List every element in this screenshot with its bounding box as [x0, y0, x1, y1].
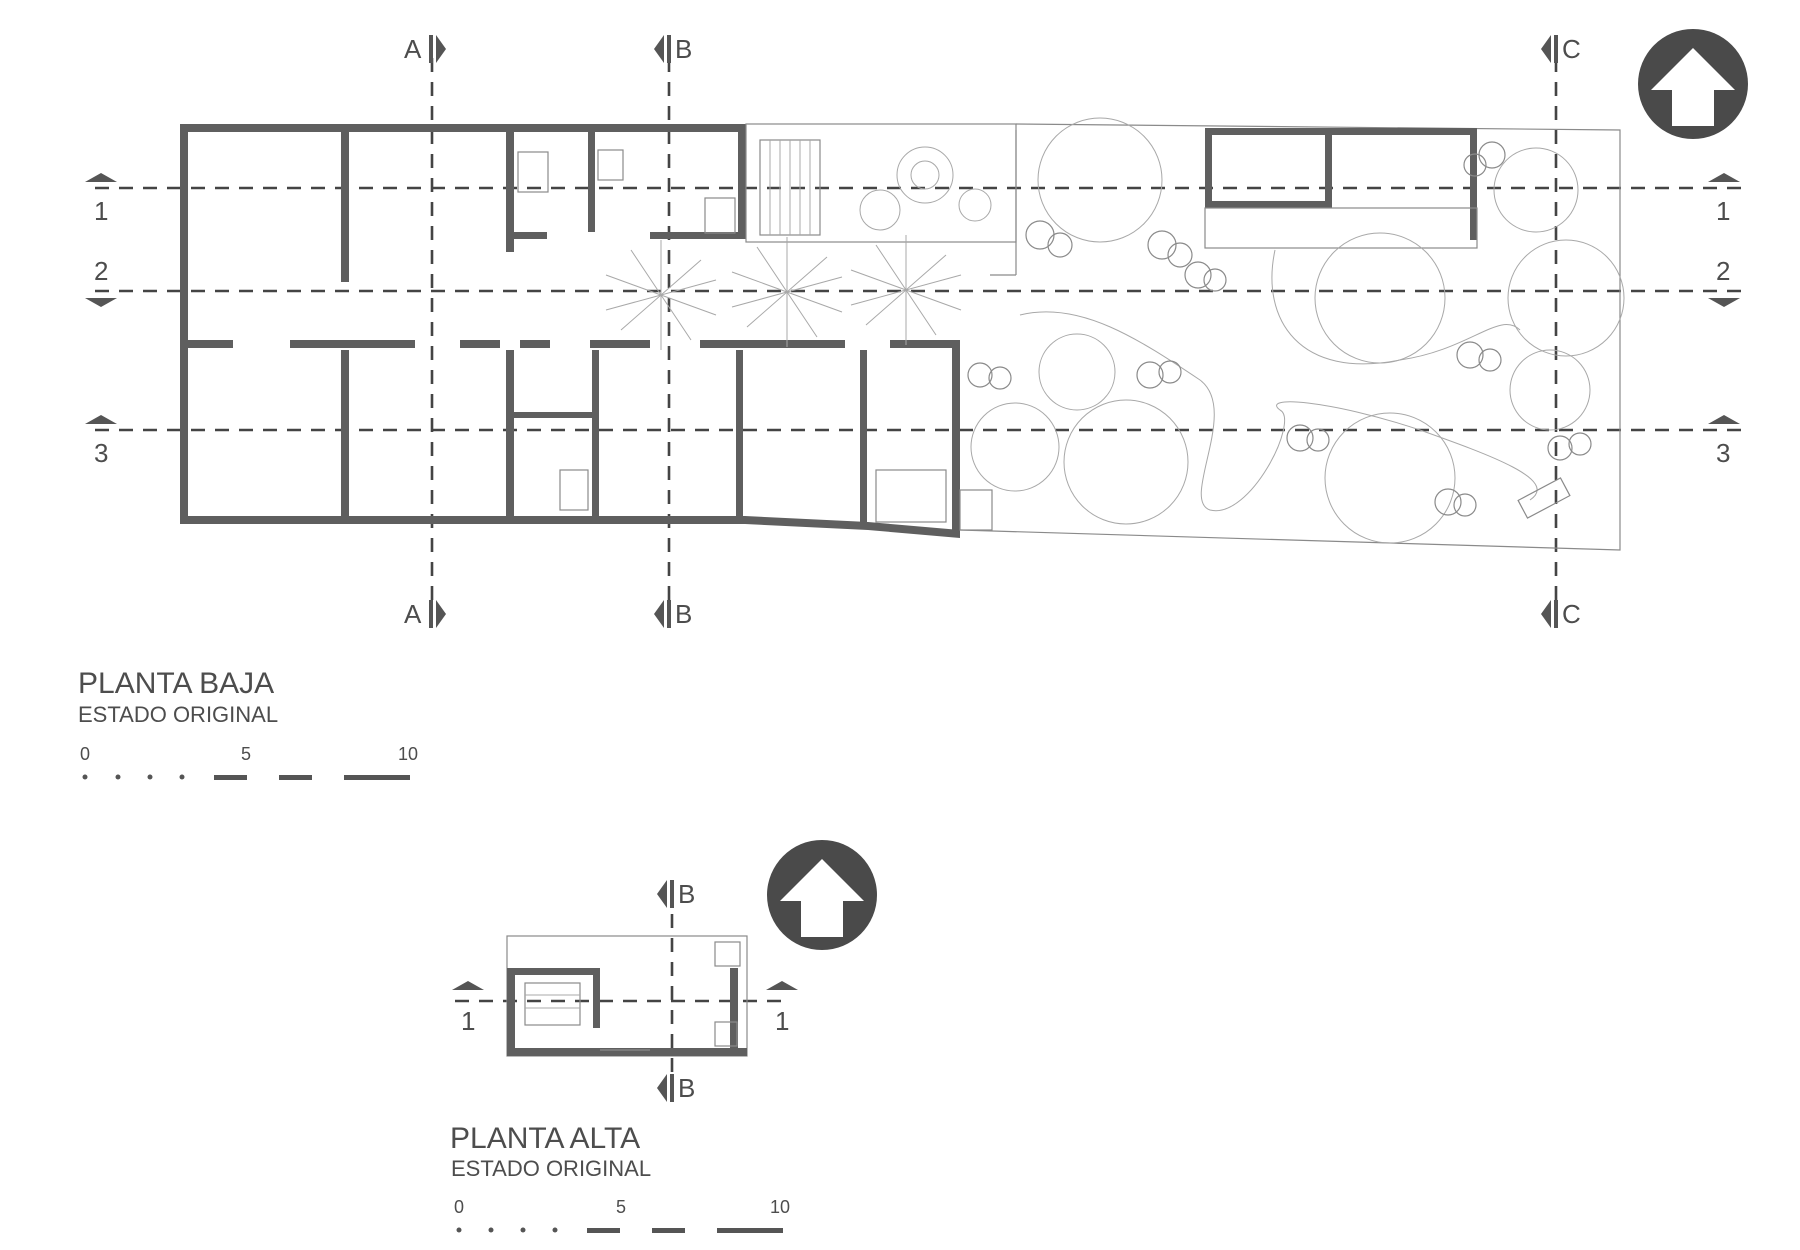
- svg-text:B: B: [678, 879, 695, 909]
- svg-text:10: 10: [770, 1197, 790, 1217]
- section-marker-C-top: C: [1541, 34, 1581, 64]
- section-marker-B-top: B: [654, 34, 692, 64]
- svg-text:2: 2: [94, 256, 108, 286]
- scale-bar: 0 5 10: [80, 744, 418, 780]
- north-arrow-icon: [767, 840, 877, 950]
- svg-text:0: 0: [454, 1197, 464, 1217]
- svg-text:1: 1: [1716, 196, 1730, 226]
- svg-text:5: 5: [241, 744, 251, 764]
- svg-text:3: 3: [1716, 438, 1730, 468]
- section-marker-3-left: 3: [85, 415, 117, 468]
- house-walls: [180, 124, 960, 538]
- section-marker-1-left: 1: [85, 173, 117, 226]
- svg-text:C: C: [1562, 599, 1581, 629]
- upper-plan-title: PLANTA ALTA: [450, 1122, 640, 1155]
- svg-text:3: 3: [94, 438, 108, 468]
- svg-text:B: B: [678, 1073, 695, 1103]
- plan-subtitle: ESTADO ORIGINAL: [78, 702, 278, 727]
- svg-text:A: A: [404, 34, 422, 64]
- svg-text:0: 0: [80, 744, 90, 764]
- section-marker-A-top: A: [404, 34, 446, 64]
- section-marker-3-right: 3: [1708, 415, 1740, 468]
- section-marker-C-bottom: C: [1541, 599, 1581, 629]
- svg-text:B: B: [675, 34, 692, 64]
- section-marker-B-bottom: B: [654, 599, 692, 629]
- section-marker-A-bottom: A: [404, 599, 446, 629]
- upper-scale-bar: 0 5 10: [454, 1197, 790, 1233]
- upper-section-marker-B-top: B: [657, 879, 695, 909]
- svg-text:1: 1: [461, 1006, 475, 1036]
- section-marker-2-right: 2: [1708, 256, 1740, 307]
- upper-floor-plan: [455, 890, 790, 1090]
- svg-text:A: A: [404, 599, 422, 629]
- section-marker-1-right: 1: [1708, 173, 1740, 226]
- svg-text:5: 5: [616, 1197, 626, 1217]
- plan-title: PLANTA BAJA: [78, 667, 274, 700]
- svg-text:B: B: [675, 599, 692, 629]
- svg-text:2: 2: [1716, 256, 1730, 286]
- section-marker-2-left: 2: [85, 256, 117, 307]
- upper-section-marker-1-left: 1: [452, 981, 484, 1036]
- upper-section-marker-1-right: 1: [766, 981, 798, 1036]
- upper-plan-subtitle: ESTADO ORIGINAL: [451, 1156, 651, 1181]
- north-arrow-icon: [1638, 29, 1748, 139]
- garden: [959, 117, 1625, 551]
- interior-details: [517, 123, 1017, 531]
- svg-text:C: C: [1562, 34, 1581, 64]
- svg-text:1: 1: [94, 196, 108, 226]
- svg-text:10: 10: [398, 744, 418, 764]
- upper-section-marker-B-bottom: B: [657, 1073, 695, 1103]
- patio-palms: [605, 235, 962, 350]
- svg-text:1: 1: [775, 1006, 789, 1036]
